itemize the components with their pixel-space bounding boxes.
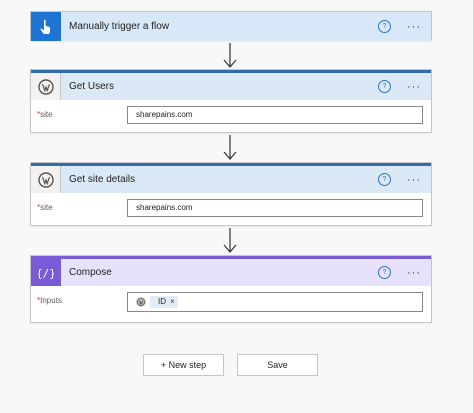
dynamic-content-token[interactable]: ID × <box>136 295 178 308</box>
help-icon[interactable]: ? <box>378 173 391 186</box>
curly-braces-icon: {/} <box>31 259 61 286</box>
arrow-down-icon <box>223 43 237 68</box>
svg-text:{/}: {/} <box>38 267 54 280</box>
compose-card-body: *Inputs ID × <box>31 286 431 324</box>
get-users-title: Get Users <box>69 81 115 92</box>
token-remove-button[interactable]: × <box>170 296 175 306</box>
wordpress-icon <box>31 73 61 100</box>
more-options-button[interactable]: ··· <box>407 80 421 93</box>
site-label-text: site <box>40 110 53 119</box>
site-input[interactable]: sharepains.com <box>127 106 423 124</box>
touch-hand-icon <box>31 12 61 41</box>
get-site-details-card-header[interactable]: Get site details ? ··· <box>31 163 431 193</box>
wordpress-icon <box>136 296 146 307</box>
get-site-details-title: Get site details <box>69 174 136 185</box>
compose-card-header[interactable]: {/} Compose ? ··· <box>31 256 431 286</box>
more-options-button[interactable]: ··· <box>407 266 421 279</box>
get-site-details-card-body: *site sharepains.com <box>31 193 431 227</box>
required-mark: * <box>37 296 41 305</box>
arrow-down-icon <box>223 135 237 160</box>
arrow-down-icon <box>223 228 237 253</box>
more-options-button[interactable]: ··· <box>407 173 421 186</box>
token-label: ID <box>158 296 166 306</box>
get-users-card[interactable]: Get Users ? ··· *site sharepains.com <box>30 69 432 133</box>
site-label: *site <box>37 203 53 212</box>
more-options-button[interactable]: ··· <box>407 20 421 33</box>
site-label-text: site <box>40 203 53 212</box>
required-mark: * <box>37 110 41 119</box>
trigger-title: Manually trigger a flow <box>69 21 170 32</box>
inputs-label: *Inputs <box>37 296 62 305</box>
trigger-card[interactable]: Manually trigger a flow ? ··· <box>30 11 432 41</box>
wordpress-icon <box>31 166 61 193</box>
trigger-card-header[interactable]: Manually trigger a flow ? ··· <box>31 12 431 41</box>
compose-title: Compose <box>69 267 112 278</box>
inputs-field[interactable]: ID × <box>127 292 423 312</box>
new-step-button[interactable]: + New step <box>143 354 224 376</box>
site-input[interactable]: sharepains.com <box>127 199 423 217</box>
get-users-card-header[interactable]: Get Users ? ··· <box>31 70 431 100</box>
save-button[interactable]: Save <box>237 354 318 376</box>
help-icon[interactable]: ? <box>378 20 391 33</box>
help-icon[interactable]: ? <box>378 266 391 279</box>
inputs-label-text: Inputs <box>40 296 62 305</box>
help-icon[interactable]: ? <box>378 80 391 93</box>
compose-card[interactable]: {/} Compose ? ··· *Inputs ID × <box>30 255 432 323</box>
token-pill[interactable]: ID × <box>150 295 178 308</box>
get-site-details-card[interactable]: Get site details ? ··· *site sharepains.… <box>30 162 432 226</box>
site-label: *site <box>37 110 53 119</box>
required-mark: * <box>37 203 41 212</box>
get-users-card-body: *site sharepains.com <box>31 100 431 134</box>
